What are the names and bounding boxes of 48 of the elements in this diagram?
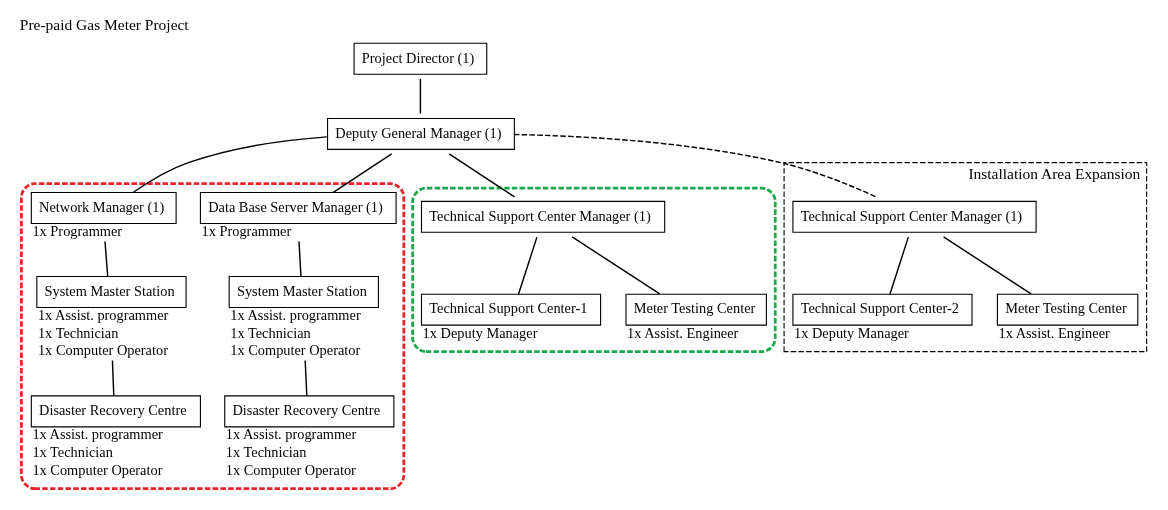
node-label: 1x Technician xyxy=(225,443,307,460)
node-label: 1x Assist. Engineer xyxy=(998,324,1110,341)
node-box: Network Manager (1) xyxy=(30,191,177,224)
node-box: Project Director (1) xyxy=(353,42,488,75)
node-label: 1x Computer Operator xyxy=(225,461,356,478)
connector xyxy=(104,240,109,277)
node-label: 1x Assist. programmer xyxy=(32,425,163,442)
node-box: System Master Station xyxy=(228,275,379,308)
connector xyxy=(942,235,1032,295)
connector xyxy=(132,135,328,193)
node-box: Technical Support Center-1 xyxy=(420,293,602,326)
node-label: 1x Technician xyxy=(230,324,311,341)
node-label: 1x Deputy Manager xyxy=(794,324,909,341)
connector xyxy=(419,77,422,114)
connector xyxy=(298,240,302,277)
node-label: 1x Assist. programmer xyxy=(37,306,169,323)
connector xyxy=(513,133,877,198)
node-label: 1x Deputy Manager xyxy=(422,324,538,341)
diagram-title: Pre-paid Gas Meter Project xyxy=(19,15,189,33)
node-box: Deputy General Manager (1) xyxy=(327,117,515,150)
node-box: Meter Testing Center xyxy=(996,293,1139,326)
node-box: Technical Support Center Manager (1) xyxy=(792,200,1037,233)
node-label: 1x Computer Operator xyxy=(37,341,168,358)
connector xyxy=(111,359,115,396)
cluster xyxy=(20,181,406,490)
connector xyxy=(571,235,661,295)
node-label: 1x Assist. programmer xyxy=(225,425,357,442)
connector xyxy=(304,359,308,396)
node-label: 1x Computer Operator xyxy=(230,341,361,358)
node-label: 1x Technician xyxy=(37,324,119,341)
connector xyxy=(332,152,393,193)
node-label: 1x Assist. programmer xyxy=(230,306,361,323)
connector xyxy=(889,235,910,295)
connector xyxy=(517,235,538,295)
node-box: Data Base Server Manager (1) xyxy=(199,191,397,224)
node-label: 1x Programmer xyxy=(201,222,292,239)
node-box: Meter Testing Center xyxy=(625,293,767,326)
node-box: Technical Support Center Manager (1) xyxy=(420,200,666,233)
cluster xyxy=(411,186,777,353)
node-box: Disaster Recovery Centre xyxy=(224,394,395,427)
node-box: Technical Support Center-2 xyxy=(792,293,973,326)
node-label: 1x Technician xyxy=(32,443,113,460)
node-label: 1x Computer Operator xyxy=(32,461,163,478)
node-box: Disaster Recovery Centre xyxy=(30,394,201,427)
connector xyxy=(448,152,516,198)
node-box: System Master Station xyxy=(36,275,187,308)
node-label: 1x Programmer xyxy=(32,222,123,239)
node-label: 1x Assist. Engineer xyxy=(627,324,739,341)
